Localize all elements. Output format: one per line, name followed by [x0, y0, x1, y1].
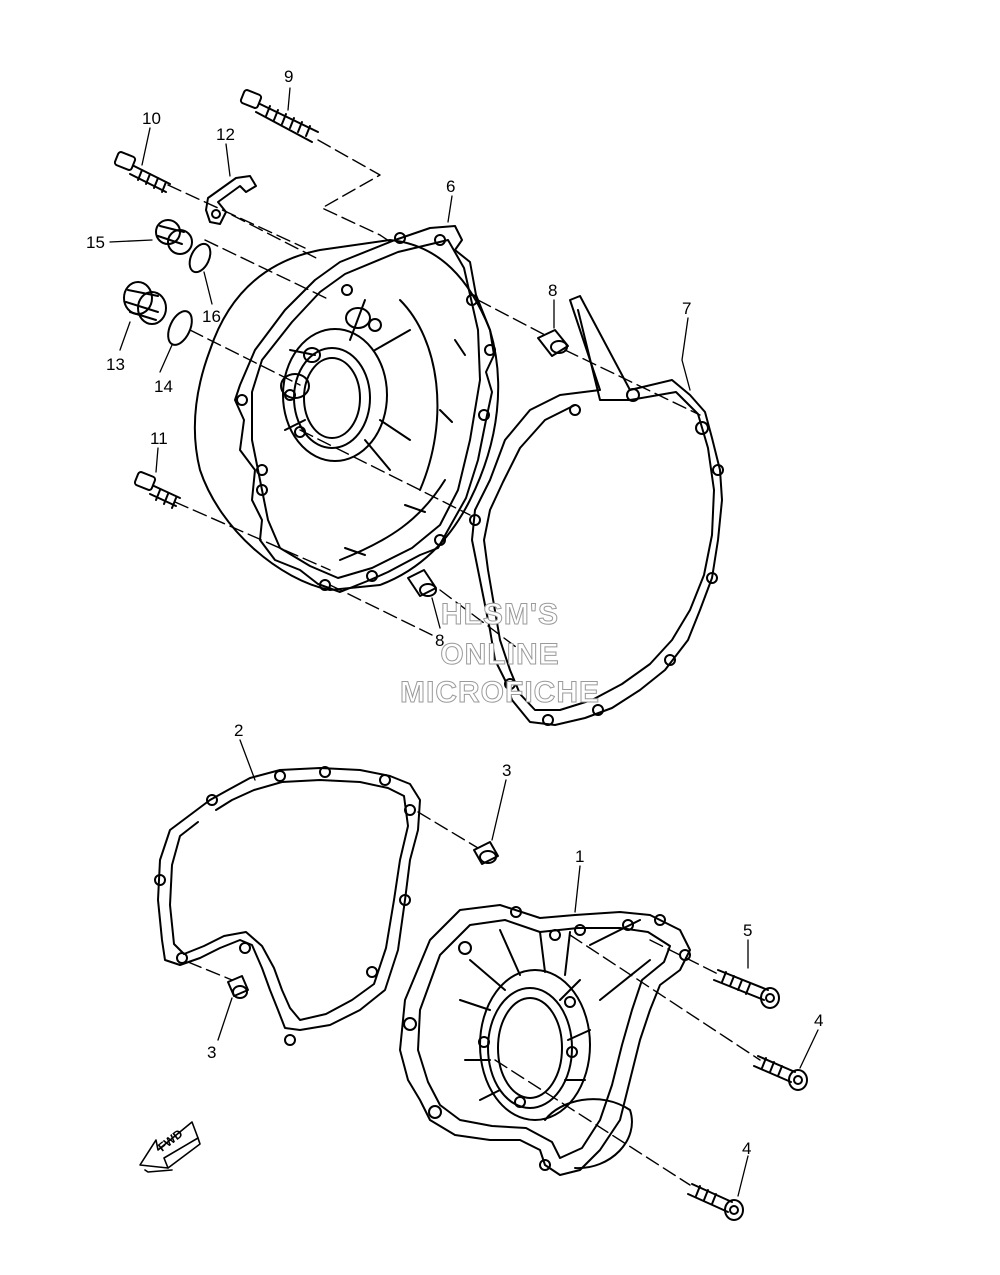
callout-6: 6 — [446, 177, 455, 196]
callout-7: 7 — [682, 299, 691, 318]
callout-10: 10 — [142, 109, 161, 128]
callout-14: 14 — [154, 377, 173, 396]
callout-12: 12 — [216, 125, 235, 144]
o-ring-16 — [188, 242, 212, 274]
bolt-11 — [133, 471, 181, 509]
callout-4-bottom: 4 — [742, 1139, 751, 1158]
callout-2: 2 — [234, 721, 243, 740]
o-ring-14 — [167, 310, 193, 346]
bolt-4-right — [753, 1055, 808, 1091]
watermark-line-1: HLSM'S — [440, 598, 560, 632]
callout-numbers: 9 10 12 15 16 13 14 11 6 8 7 8 2 3 1 5 4… — [86, 67, 823, 1158]
gasket-7 — [469, 295, 724, 726]
bolt-5 — [713, 969, 780, 1009]
plug-13 — [123, 281, 167, 325]
alignment-lines-lower — [187, 811, 761, 1186]
callout-11: 11 — [150, 429, 168, 448]
callout-4-right: 4 — [814, 1011, 823, 1030]
bolt-10 — [113, 151, 171, 193]
bolt-4-bottom — [687, 1183, 744, 1221]
callout-3-upper: 3 — [502, 761, 511, 780]
callout-8-upper: 8 — [548, 281, 557, 300]
leader-lines — [109, 87, 819, 1197]
crankcase-cover-6 — [193, 225, 500, 593]
callout-3-lower: 3 — [207, 1043, 216, 1062]
dowel-pin-3-upper — [473, 841, 499, 865]
plug-15 — [155, 219, 193, 255]
forward-arrow-icon — [139, 1121, 201, 1173]
bolt-9 — [239, 89, 319, 143]
dowel-pin-8-upper — [537, 329, 569, 357]
callout-9: 9 — [284, 67, 293, 86]
watermark-line-3: MICROFICHE — [400, 676, 600, 710]
dowel-pin-8-lower — [407, 569, 437, 597]
callout-5: 5 — [743, 921, 752, 940]
alignment-lines-upper — [167, 139, 701, 651]
cover-1 — [399, 904, 691, 1176]
callout-13: 13 — [106, 355, 125, 374]
callout-15: 15 — [86, 233, 105, 252]
clamp-12 — [205, 175, 257, 225]
watermark-line-2: ONLINE — [440, 638, 560, 672]
callout-16: 16 — [202, 307, 221, 326]
callout-1: 1 — [575, 847, 584, 866]
callout-8-lower: 8 — [435, 631, 444, 650]
gasket-2 — [154, 766, 421, 1046]
dowel-pin-3-lower — [227, 975, 249, 999]
